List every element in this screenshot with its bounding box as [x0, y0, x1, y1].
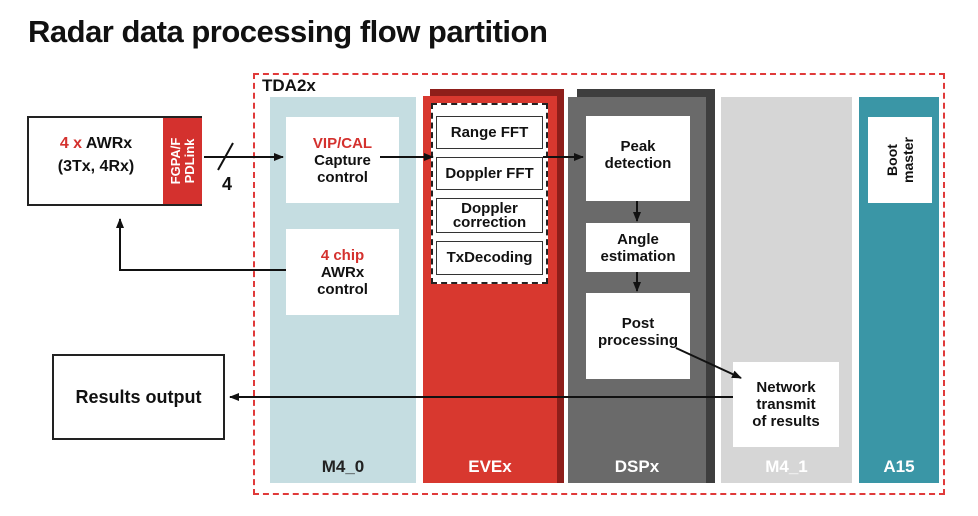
network-transmit-box: Network transmit of results [733, 362, 839, 447]
bus-width-label: 4 [222, 174, 233, 194]
awrx-count: 4 x [59, 135, 86, 152]
chip-control-label: control [317, 280, 368, 298]
detection-label: detection [604, 155, 672, 172]
m4-0-label: M4_0 [321, 457, 365, 476]
peak-label: Peak [620, 138, 656, 155]
processing-label: processing [597, 332, 679, 349]
awrx-sensor-box: 4 x AWRx (3Tx, 4Rx) FGPA/F PDLink [27, 116, 202, 206]
arrow-post-to-network [675, 347, 742, 379]
angle-estimation-box: Angle estimation [586, 223, 690, 272]
awrx-sensor-text: 4 x AWRx (3Tx, 4Rx) [29, 132, 163, 178]
arrow-chip-control-to-awrx [116, 218, 286, 271]
estimation-label: estimation [600, 247, 676, 265]
peak-detection-box: Peak detection [586, 116, 690, 201]
eve-doppler-fft: Doppler FFT [436, 157, 543, 190]
chip-count-label: 4 chip [320, 246, 365, 264]
vip-cal-label: VIP/CAL [312, 134, 373, 152]
bus-slash [217, 142, 234, 171]
network-label: Network [756, 379, 816, 396]
chip-awrx-label: AWRx [320, 263, 365, 281]
awrx-config: (3Tx, 4Rx) [57, 158, 135, 175]
chip-control-box: 4 chip AWRx control [286, 229, 399, 315]
post-label: Post [621, 315, 655, 332]
capture-control-box: VIP/CAL Capture control [286, 117, 399, 203]
m4-1-label: M4_1 [765, 457, 808, 476]
a15-label: A15 [883, 457, 915, 476]
eve-doppler-correction: Doppler correction [436, 198, 543, 233]
dspx-label: DSPx [614, 457, 660, 476]
results-output-box: Results output [52, 354, 225, 440]
boot-master-box: Boot master [868, 117, 932, 203]
awrx-name: AWRx [85, 135, 133, 152]
fpga-link-block: FGPA/F PDLink [163, 118, 202, 204]
transmit-label: transmit [756, 396, 816, 413]
eve-tx-decoding: TxDecoding [436, 241, 543, 275]
tda2x-label: TDA2x [262, 76, 316, 95]
evex-label: EVEx [468, 457, 512, 476]
results-output-label: Results output [75, 386, 202, 407]
angle-label: Angle [617, 230, 659, 248]
diagram-title: Radar data processing flow partition [28, 14, 548, 49]
capture-control-label: control [317, 168, 368, 186]
post-processing-box: Post processing [586, 293, 690, 379]
capture-label: Capture [314, 151, 371, 169]
tda2x-boundary [253, 73, 945, 495]
of-results-label: of results [752, 413, 820, 430]
eve-range-fft: Range FFT [436, 116, 543, 149]
